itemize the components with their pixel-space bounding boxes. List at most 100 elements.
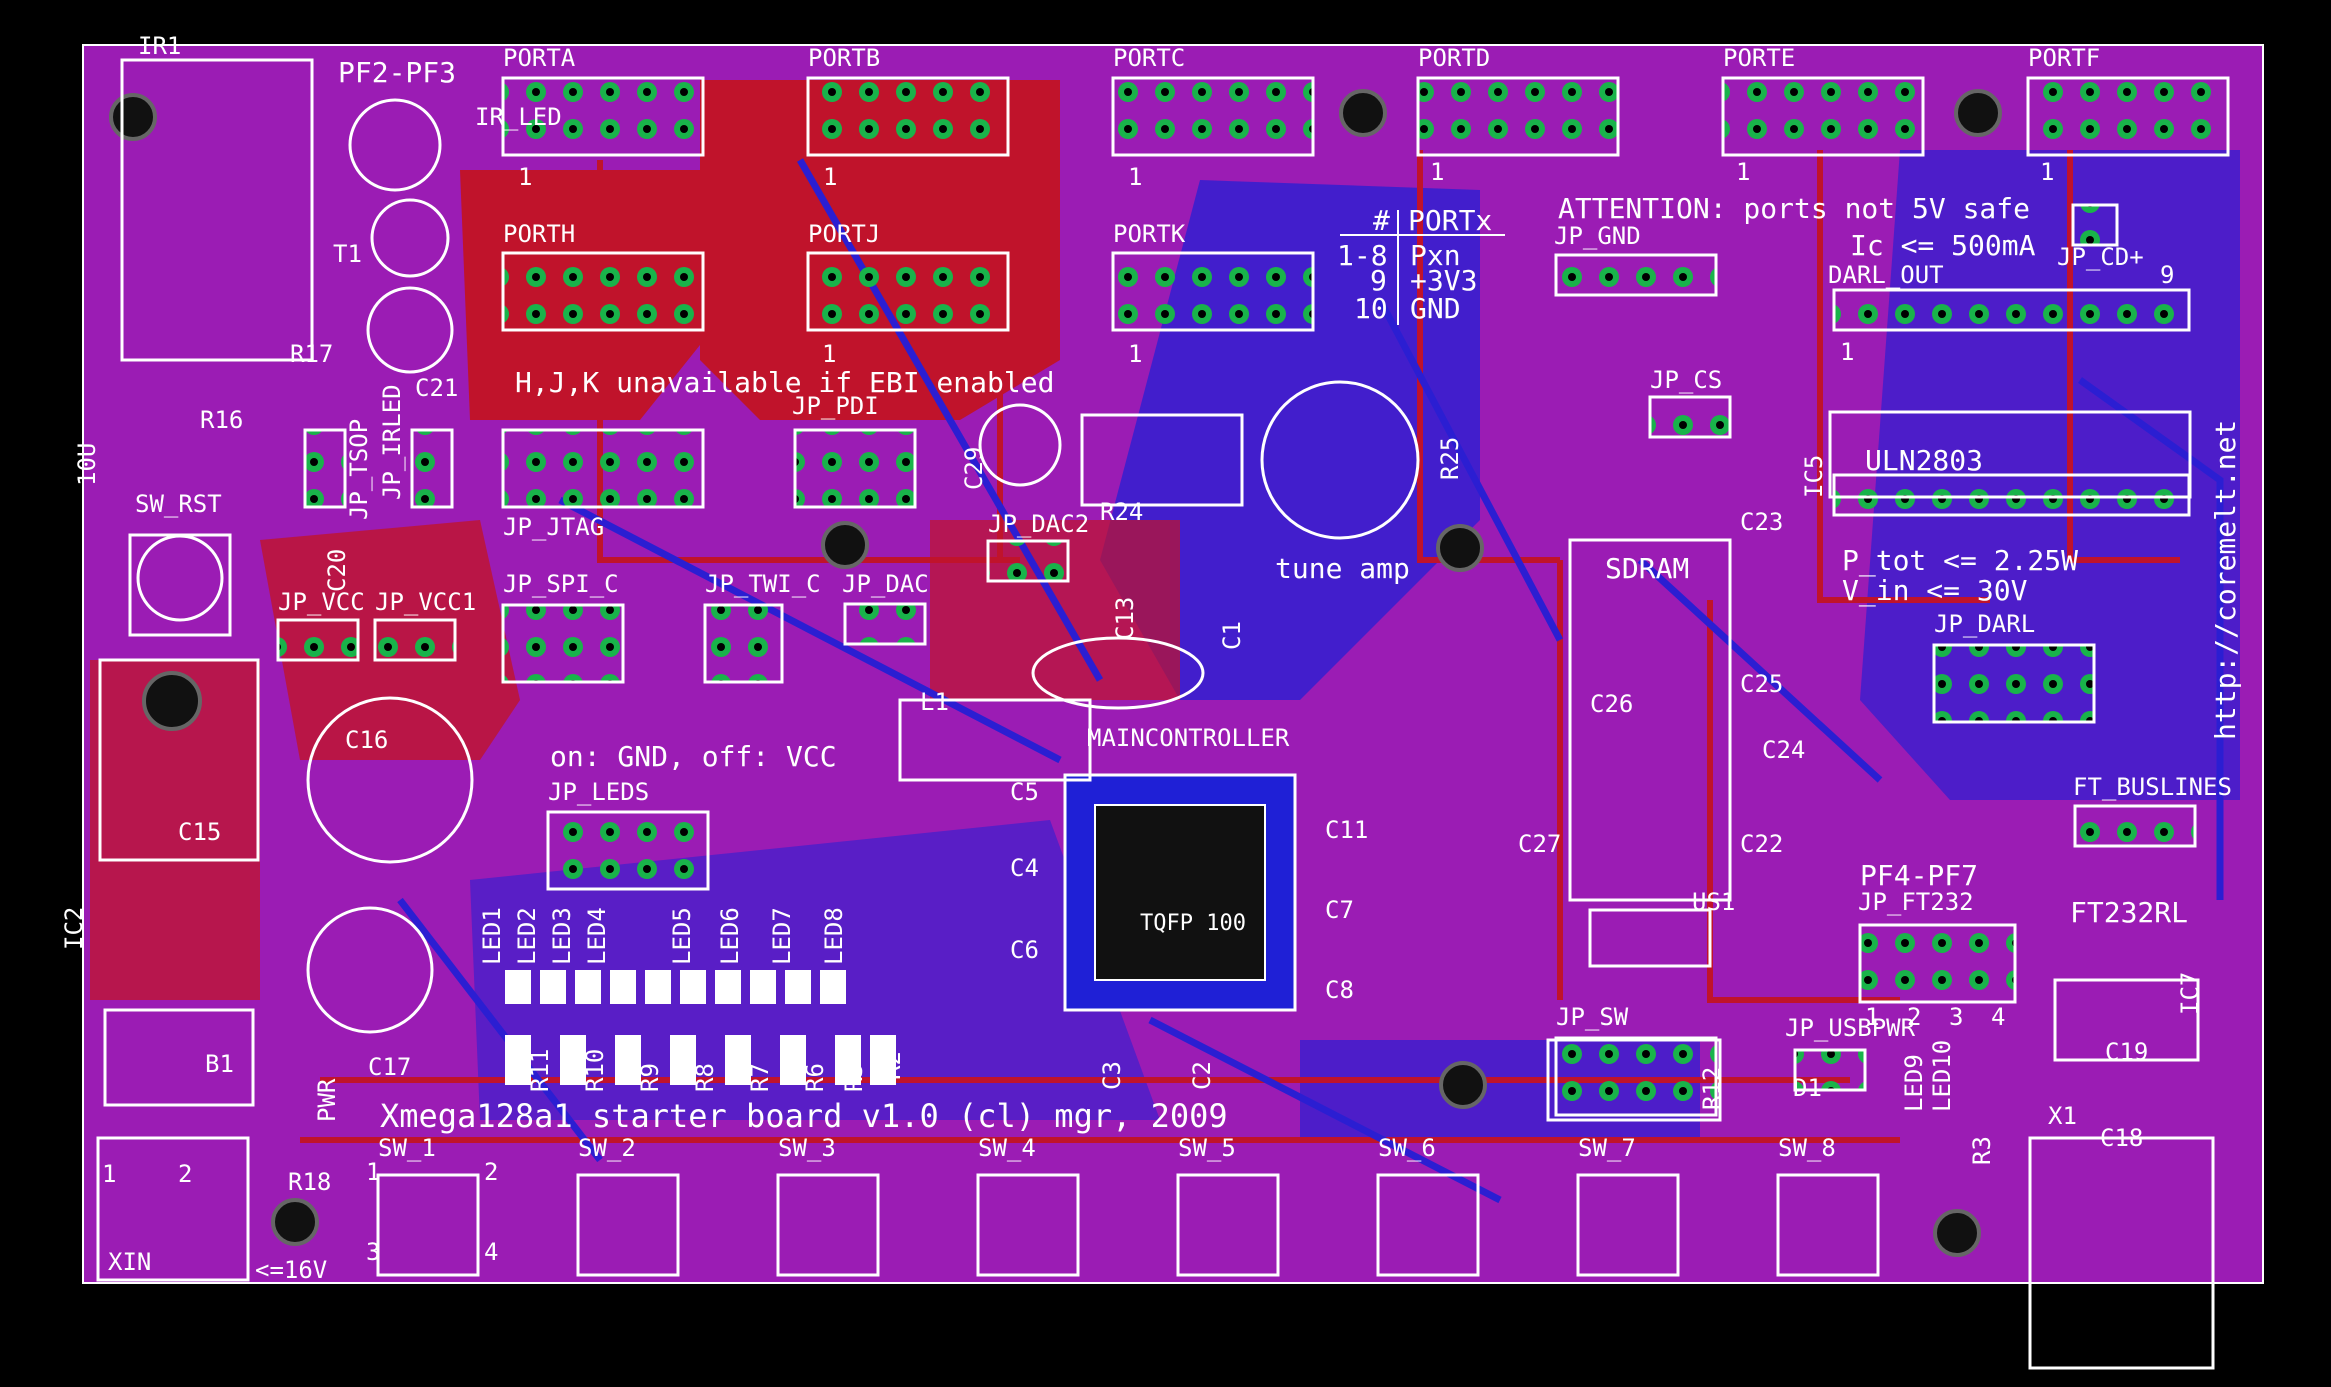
switch-label: SW_3 [778, 1134, 836, 1162]
c21-label: C21 [415, 374, 458, 402]
port-pin1: 1 [1128, 340, 1142, 368]
note-p-tot: P_tot <= 2.25W [1842, 544, 2078, 578]
jp-spi-c-label: JP_SPI_C [503, 570, 619, 598]
port-label: PORTA [503, 44, 576, 72]
x1-label: X1 [2048, 1102, 2077, 1130]
r25-label: R25 [1436, 437, 1464, 480]
pin-table-signal: Pxn [1410, 239, 1461, 272]
note-hjk: H,J,K unavailable if EBI enabled [515, 366, 1054, 399]
pf4-pf7-label: PF4-PF7 [1860, 859, 1978, 892]
c4-label: C4 [1010, 854, 1039, 882]
pin-table-signal: GND [1410, 292, 1461, 325]
mcu-label: MAINCONTROLLER [1087, 724, 1290, 752]
l1-label: L1 [920, 688, 949, 716]
port-label: PORTE [1723, 44, 1795, 72]
terminal-pin: 1 [102, 1160, 116, 1188]
ir1-label: IR1 [138, 32, 181, 60]
c26-label: C26 [1590, 690, 1633, 718]
jp-leds-label: JP_LEDS [548, 778, 649, 806]
mounting-holes [109, 89, 2002, 1257]
led-label: LED6 [716, 907, 744, 965]
resistor-label: R11 [526, 1049, 554, 1092]
c16-label: C16 [345, 726, 388, 754]
switches [128, 533, 1880, 1277]
port-label: PORTC [1113, 44, 1185, 72]
led-label: LED4 [583, 907, 611, 965]
port-label: PORTH [503, 220, 575, 248]
c23-label: C23 [1740, 508, 1783, 536]
us1-label: US1 [1692, 888, 1735, 916]
port-headers [276, 76, 2230, 1117]
jp-darl-label: JP_DARL [1934, 610, 2035, 638]
jp-ft232-label: JP_FT232 [1858, 888, 1974, 916]
darl-out-pin: 1 [1840, 338, 1854, 366]
jp-irled-label: JP_IRLED [378, 384, 406, 500]
led10-label: LED10 [1928, 1040, 1956, 1112]
uln2803-label: ULN2803 [1865, 444, 1983, 477]
jp-cd-label: JP_CD+ [2057, 243, 2144, 271]
pin-table-header: PORTx [1408, 204, 1492, 237]
port-pin1: 1 [2040, 158, 2054, 186]
sw-pin: 1 [366, 1158, 380, 1186]
led-resistor-row [505, 970, 896, 1085]
jp-gnd-label: JP_GND [1554, 222, 1641, 250]
c7-label: C7 [1325, 896, 1354, 924]
switch-label: SW_4 [978, 1134, 1036, 1162]
terminal-pin: 2 [178, 1160, 192, 1188]
xin-label: XIN [108, 1248, 151, 1276]
led-label: LED2 [513, 907, 541, 965]
c2-label: C2 [1188, 1061, 1216, 1090]
ic5-label: IC5 [1800, 455, 1828, 498]
sdram-label: SDRAM [1605, 552, 1689, 585]
note-tune-amp: tune amp [1275, 552, 1410, 585]
jp-sw-label: JP_SW [1556, 1003, 1629, 1031]
jp-cs-label: JP_CS [1650, 366, 1722, 394]
c10u-label: 10U [73, 443, 101, 486]
c11-label: C11 [1325, 816, 1368, 844]
ic2-label: IC2 [60, 907, 88, 950]
note-ic-current: Ic <= 500mA [1850, 229, 2036, 262]
r17-label: R17 [290, 340, 333, 368]
c8-label: C8 [1325, 976, 1354, 1004]
port-pin1: 1 [1736, 158, 1750, 186]
port-pin1: 1 [822, 340, 836, 368]
switch-label: SW_6 [1378, 1134, 1436, 1162]
jp-tsop-label: JP_TSOP [345, 419, 373, 520]
resistor-label: R10 [581, 1049, 609, 1092]
led-label: LED3 [548, 907, 576, 965]
resistor-label: R9 [636, 1063, 664, 1092]
jp-vcc1-label: JP_VCC1 [375, 588, 476, 616]
pf2-pf3-label: PF2-PF3 [338, 56, 456, 89]
pin-table-hash: # [1373, 204, 1390, 237]
switch-label: SW_1 [378, 1134, 436, 1162]
jp-ft232-pin: 1 [1865, 1003, 1879, 1031]
resistor-label: R2 [878, 1051, 906, 1080]
t1-label: T1 [333, 240, 362, 268]
r16-label: R16 [200, 406, 243, 434]
c13-label: C13 [1111, 597, 1139, 640]
jp-dac-label: JP_DAC [842, 570, 929, 598]
ic7-label: IC7 [2176, 972, 2204, 1015]
r12-label: R12 [1698, 1067, 1726, 1110]
c25-label: C25 [1740, 670, 1783, 698]
sw-pin: 4 [484, 1238, 498, 1266]
port-pin1: 1 [1128, 163, 1142, 191]
jp-vcc-label: JP_VCC [278, 588, 365, 616]
led-label: LED1 [478, 907, 506, 965]
note-max-voltage: <=16V [255, 1256, 327, 1284]
port-label: PORTB [808, 44, 880, 72]
port-label: PORTK [1113, 220, 1186, 248]
port-pin1: 1 [823, 163, 837, 191]
r3-label: R3 [1968, 1136, 1996, 1165]
pin-table-pins: 9 [1370, 264, 1387, 297]
pin-table-signal: +3V3 [1410, 264, 1477, 297]
jp-usbpwr-label: JP_USBPWR [1785, 1014, 1916, 1042]
c19-label: C19 [2105, 1038, 2148, 1066]
jp-ft232-pin: 4 [1991, 1003, 2005, 1031]
c27-label: C27 [1518, 830, 1561, 858]
r24-label: R24 [1100, 498, 1143, 526]
tqfp-label: TQFP 100 [1140, 911, 1246, 936]
switch-label: SW_8 [1778, 1134, 1836, 1162]
switch-label: SW_2 [578, 1134, 636, 1162]
